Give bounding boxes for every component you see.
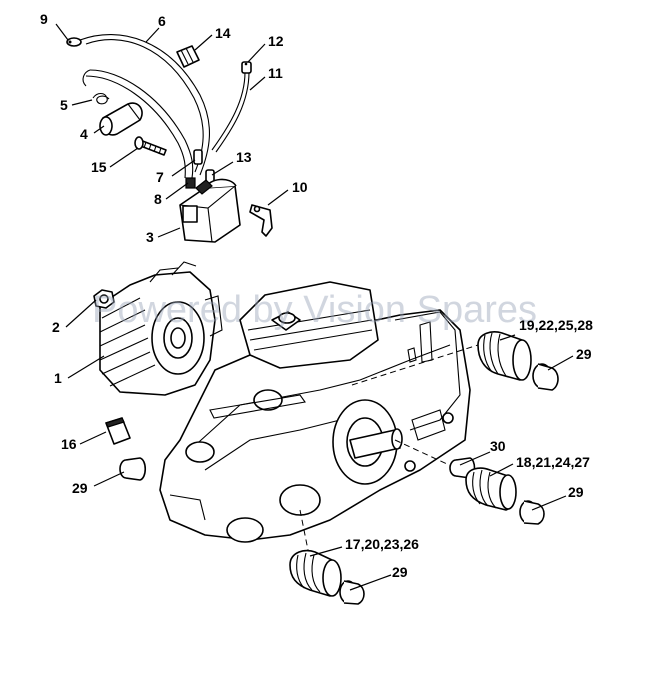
callout-12: 12 (268, 33, 284, 49)
callout-11: 11 (268, 65, 283, 81)
callout-29-upper: 29 (576, 346, 592, 362)
cap-middle-part (519, 500, 545, 525)
oil-seal-lower-part (289, 549, 342, 597)
nut-part (93, 289, 115, 309)
callout-13: 13 (236, 149, 252, 165)
callout-4: 4 (80, 126, 88, 142)
callout-7: 7 (156, 169, 164, 185)
callout-18-21-24-27: 18,21,24,27 (516, 454, 590, 470)
cap-lower-part (339, 580, 365, 605)
callout-14: 14 (215, 25, 231, 41)
callout-29-lower: 29 (392, 564, 408, 580)
terminal-part (66, 37, 82, 47)
callout-6: 6 (158, 13, 166, 29)
ignition-lead-part (79, 33, 210, 179)
callout-5: 5 (60, 97, 68, 113)
callout-8: 8 (154, 191, 162, 207)
callout-29-middle: 29 (568, 484, 584, 500)
callout-19-22-25-28: 19,22,25,28 (519, 317, 593, 333)
ignition-module-part (179, 178, 241, 243)
clip-part (249, 204, 273, 237)
callout-2: 2 (52, 319, 60, 335)
spring-part (92, 92, 110, 105)
watermark-text: Powered by Vision Spares (92, 289, 537, 331)
callout-29-left: 29 (72, 480, 88, 496)
callout-30: 30 (490, 438, 506, 454)
crankshaft-part (209, 389, 403, 485)
cylinder-part (239, 281, 379, 369)
screw-part (134, 136, 167, 156)
callout-labels: 9 6 14 12 11 5 4 15 7 13 8 10 3 2 1 19,2… (40, 11, 593, 580)
callout-17-20-23-26: 17,20,23,26 (345, 536, 419, 552)
callout-16: 16 (61, 436, 77, 452)
callout-15: 15 (91, 159, 107, 175)
flywheel-part (99, 261, 223, 396)
buffer-part (105, 417, 131, 445)
leader-lines (55, 23, 574, 591)
callout-10: 10 (292, 179, 308, 195)
callout-3: 3 (146, 229, 154, 245)
oil-seal-upper-part (477, 331, 532, 381)
spark-plug-boot-part (99, 102, 143, 136)
callout-9: 9 (40, 11, 48, 27)
cap-upper-part (532, 363, 559, 391)
callout-1: 1 (54, 370, 62, 386)
oil-seal-middle-part (465, 467, 517, 511)
short-circuit-wire-part (211, 61, 252, 153)
cap-left-part (119, 457, 147, 481)
grommet-part (176, 45, 200, 68)
